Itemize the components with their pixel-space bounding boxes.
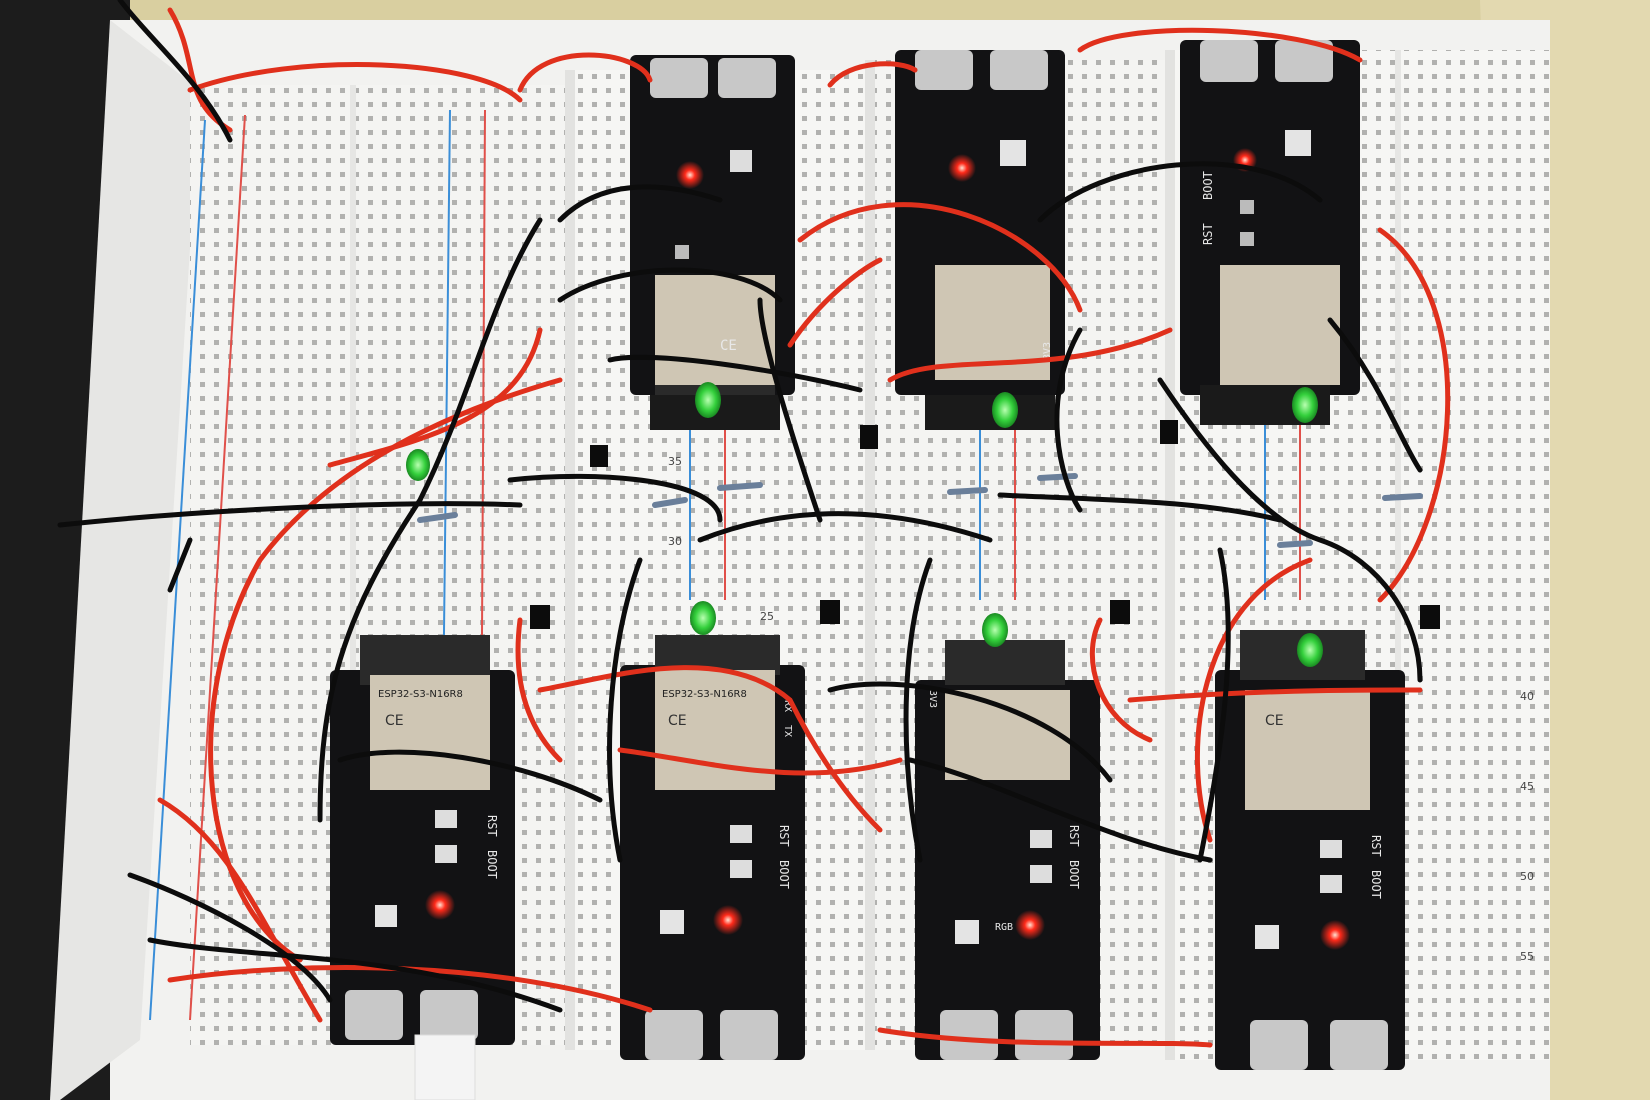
ce-mark: CE (1265, 713, 1284, 729)
green-led (695, 382, 721, 418)
green-led (1297, 633, 1323, 667)
bb-number: 45 (1520, 780, 1534, 793)
silk-rst: RST (485, 815, 499, 837)
ce-mark: CE (720, 338, 737, 354)
silk-rgb: RGB (995, 922, 1013, 933)
esp32-board-top-2: 3V3 (895, 50, 1065, 430)
silk-boot: BOOT (1067, 860, 1081, 889)
esp32-board-bottom-3: 3V3 RGB RST BOOT (915, 640, 1100, 1060)
black-wires (57, 0, 1423, 1013)
silk-boot: BOOT (485, 850, 499, 879)
pin-label-3v3: 3V3 (927, 690, 938, 708)
bb-number: 30 (668, 535, 682, 548)
red-wires (157, 7, 1451, 1048)
green-led (982, 613, 1008, 647)
bb-number: 50 (1520, 870, 1534, 883)
pin-label-tx: TX (782, 725, 793, 737)
silk-boot: BOOT (1369, 870, 1383, 899)
bb-number: 40 (1520, 690, 1534, 703)
esp32-board-top-1: CE (630, 55, 795, 430)
ce-mark: CE (385, 713, 404, 729)
bb-number: 25 (760, 610, 774, 623)
pin-label-rx: RX (782, 700, 793, 712)
green-led (992, 392, 1018, 428)
silk-boot: BOOT (1201, 171, 1215, 200)
module-label-2: ESP32-S3-N16R8 (662, 689, 747, 700)
silk-boot: BOOT (777, 860, 791, 889)
bb-number: 35 (668, 455, 682, 468)
green-leds (406, 382, 1323, 667)
tactile-buttons (530, 420, 1440, 629)
breadboard-numbers: 35 30 25 40 45 50 55 (668, 455, 1534, 963)
usb-cable (414, 1034, 476, 1100)
module-label-1: ESP32-S3-N16R8 (378, 689, 463, 700)
bb-number: 55 (1520, 950, 1534, 963)
ce-mark: CE (668, 713, 687, 729)
resistors (417, 473, 1423, 548)
silk-rst: RST (1201, 223, 1215, 245)
pin-label-3v3: 3V3 (1042, 342, 1053, 360)
silk-rst: RST (1067, 825, 1081, 847)
silk-rst: RST (1369, 835, 1383, 857)
green-led (406, 449, 430, 481)
esp32-board-bottom-4: CE RST BOOT (1215, 630, 1405, 1070)
esp32-board-bottom-1: ESP32-S3-N16R8 CE RST BOOT (330, 635, 515, 1045)
frame-left-edge (50, 20, 200, 1100)
green-led (1292, 387, 1318, 423)
silk-rst: RST (777, 825, 791, 847)
esp32-board-top-3: RST BOOT (1180, 40, 1360, 425)
green-led (690, 601, 716, 635)
esp32-board-bottom-2: ESP32-S3-N16R8 CE RX TX RST BOOT (620, 635, 805, 1060)
